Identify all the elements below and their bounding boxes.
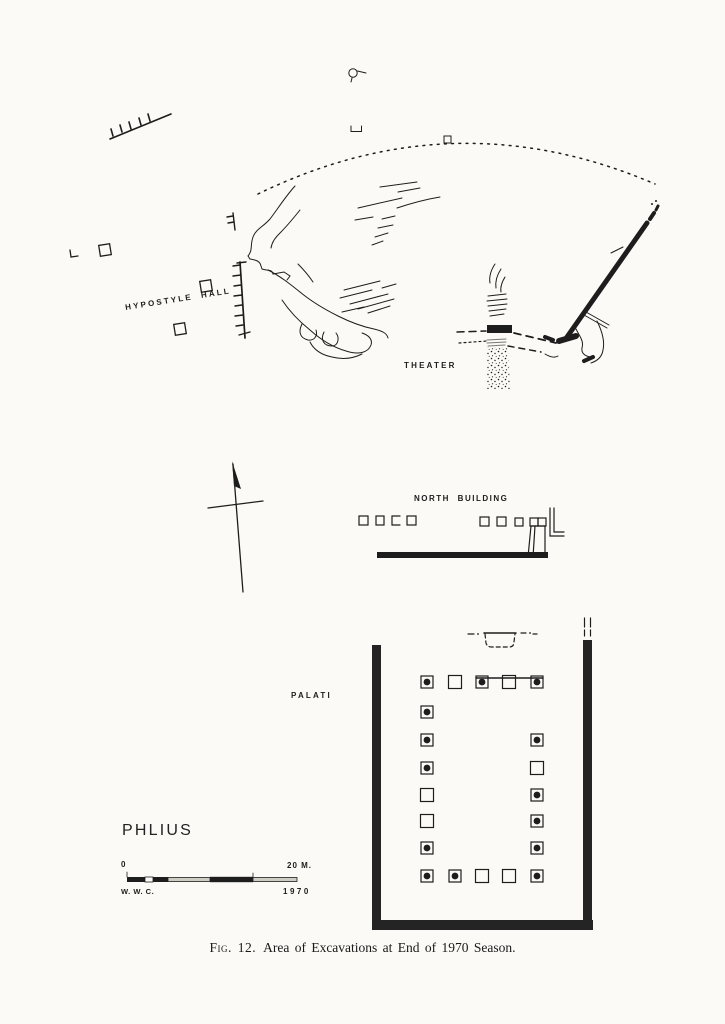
ravine-contours — [247, 185, 389, 359]
contour-hatching-lower — [339, 280, 397, 314]
caption-text: Area of Excavations at End of 1970 Seaso… — [263, 940, 516, 955]
scale-zero-label: 0 — [121, 860, 126, 869]
caption-number: Fig. 12. — [209, 940, 257, 955]
surveyor-initials: W. W. C. — [121, 887, 155, 896]
hypostyle-wall-line — [226, 212, 251, 339]
figure-caption: Fig. 12. Area of Excavations at End of 19… — [0, 940, 725, 956]
site-title: PHLIUS — [122, 822, 193, 839]
north-building-plan — [358, 507, 565, 558]
theater-remains — [456, 263, 559, 389]
palati-columns-open — [419, 674, 545, 884]
hypostyle-squares — [69, 242, 214, 337]
theater-label: THEATER — [404, 361, 457, 370]
bracket-symbol — [350, 125, 362, 132]
north-building-label: NORTH BUILDING — [414, 494, 509, 503]
north-arrow — [207, 461, 264, 593]
palati-plan — [372, 617, 593, 930]
scale-bar — [126, 871, 298, 883]
contour-hatching-upper — [354, 181, 441, 246]
palati-exedra — [467, 632, 538, 648]
survey-year: 1970 — [283, 887, 311, 896]
dotted-arc — [257, 135, 656, 195]
palati-columns-standing — [420, 675, 544, 883]
hatched-wall-line — [109, 113, 172, 140]
palati-label: PALATI — [291, 691, 332, 700]
scale-max-label: 20 M. — [287, 861, 313, 870]
theater-analemma-wall — [543, 200, 660, 364]
spring-symbol — [348, 68, 367, 83]
